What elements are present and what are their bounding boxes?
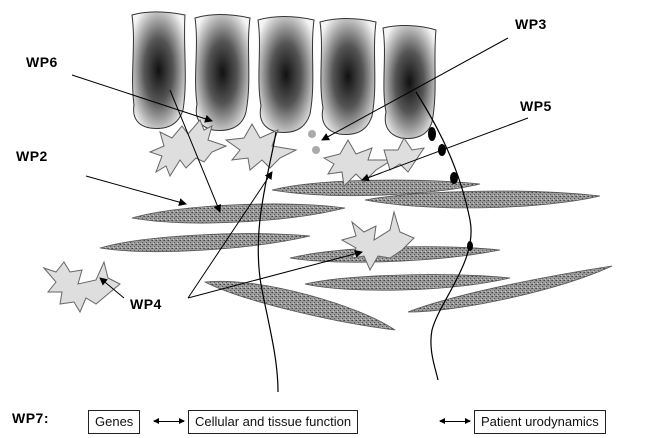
genes-box: Genes bbox=[88, 410, 140, 434]
muscle-cell bbox=[408, 266, 612, 312]
wp2-arrow bbox=[86, 176, 186, 204]
varicosity bbox=[428, 127, 436, 141]
muscle-cell bbox=[132, 204, 345, 223]
interstitial-cell bbox=[324, 140, 392, 186]
wp6-label: WP6 bbox=[26, 54, 58, 70]
urothelial-cell-4 bbox=[320, 19, 376, 135]
wp4-label: WP4 bbox=[130, 296, 162, 312]
nucleus bbox=[308, 130, 316, 138]
varicosity bbox=[467, 241, 473, 251]
nerve-fibre-2 bbox=[416, 92, 471, 380]
nerve-fibre-1 bbox=[258, 132, 278, 392]
double-arrow-2 bbox=[440, 421, 470, 422]
muscle-cell bbox=[305, 275, 510, 291]
nucleus bbox=[312, 146, 320, 154]
urothelium bbox=[132, 12, 436, 139]
wp2-label: WP2 bbox=[16, 148, 48, 164]
patient-urodynamics-box: Patient urodynamics bbox=[474, 410, 606, 434]
wp7-label: WP7: bbox=[12, 410, 49, 426]
nuclei bbox=[308, 130, 320, 154]
wp5-label: WP5 bbox=[520, 98, 552, 114]
wp3-label: WP3 bbox=[515, 16, 547, 32]
muscle-cell bbox=[100, 234, 310, 252]
interstitial-cell bbox=[44, 262, 120, 312]
interstitial-cell bbox=[384, 138, 424, 172]
urothelial-cell-1 bbox=[132, 12, 185, 129]
cellular-tissue-function-box: Cellular and tissue function bbox=[188, 410, 358, 434]
urothelial-cell-2 bbox=[195, 15, 250, 131]
double-arrow-1 bbox=[154, 421, 184, 422]
varicosity bbox=[450, 172, 458, 184]
wp7-pathway: WP7: Genes Cellular and tissue function … bbox=[0, 406, 659, 436]
urothelial-cell-3 bbox=[258, 17, 314, 133]
